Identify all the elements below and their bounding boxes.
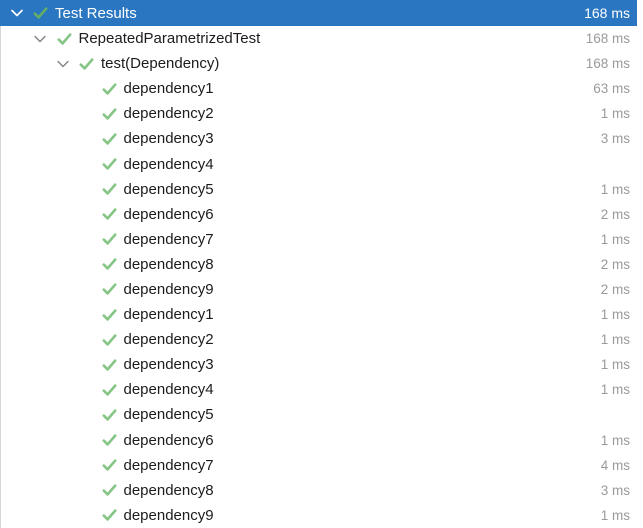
test-passed-check-icon [101, 333, 117, 347]
test-name-label: dependency3 [123, 130, 214, 148]
test-passed-check-icon [101, 157, 117, 171]
tree-rows: RepeatedParametrizedTest 168 ms test(Dep… [0, 26, 643, 528]
test-duration: 3 ms [600, 131, 630, 147]
test-duration: 1 ms [600, 432, 630, 448]
test-name-label: dependency1 [123, 306, 214, 324]
test-name-label: RepeatedParametrizedTest [78, 30, 261, 48]
test-duration: 168 ms [585, 56, 630, 72]
test-passed-check-icon [101, 82, 117, 96]
tree-row[interactable]: dependency2 1 ms [1, 101, 643, 126]
test-name-label: dependency5 [123, 406, 214, 424]
test-name-label: dependency7 [123, 230, 214, 248]
test-passed-check-icon [101, 308, 117, 322]
test-name-label: dependency1 [123, 80, 214, 98]
test-passed-check-icon [101, 182, 117, 196]
tree-row[interactable]: dependency8 3 ms [1, 478, 643, 503]
test-results-root-row[interactable]: Test Results 168 ms [0, 0, 637, 26]
chevron-down-icon[interactable] [56, 60, 69, 68]
test-name-label: test(Dependency) [101, 55, 220, 73]
tree-row[interactable]: dependency6 1 ms [1, 428, 643, 453]
tree-row[interactable]: dependency3 3 ms [1, 126, 643, 151]
test-duration: 1 ms [600, 307, 630, 323]
test-passed-check-icon [101, 508, 117, 522]
test-passed-check-icon [101, 383, 117, 397]
test-duration: 1 ms [600, 357, 630, 373]
tree-row[interactable]: dependency9 2 ms [1, 277, 643, 302]
tree-row[interactable]: dependency4 1 ms [1, 377, 643, 402]
test-passed-check-icon [101, 408, 117, 422]
test-name-label: dependency4 [123, 155, 214, 173]
tree-row[interactable]: dependency1 1 ms [1, 302, 643, 327]
test-duration: 3 ms [600, 482, 630, 498]
tree-row[interactable]: dependency1 63 ms [1, 76, 643, 101]
tree-row[interactable]: dependency4 [1, 151, 643, 176]
test-duration: 2 ms [600, 206, 630, 222]
test-passed-check-icon [101, 207, 117, 221]
test-name-label: dependency2 [123, 331, 214, 349]
test-duration: 63 ms [593, 81, 630, 97]
tree-row[interactable]: dependency5 1 ms [1, 177, 643, 202]
root-duration: 168 ms [584, 5, 630, 21]
test-passed-check-icon [101, 358, 117, 372]
test-name-label: dependency2 [123, 105, 214, 123]
test-passed-check-icon [101, 232, 117, 246]
test-duration: 1 ms [600, 507, 630, 523]
tree-row[interactable]: dependency2 1 ms [1, 327, 643, 352]
test-duration: 2 ms [600, 256, 630, 272]
test-passed-check-icon [79, 57, 94, 71]
test-duration: 1 ms [600, 231, 630, 247]
tree-row[interactable]: dependency3 1 ms [1, 352, 643, 377]
tree-row[interactable]: dependency6 2 ms [1, 202, 643, 227]
test-name-label: dependency8 [123, 481, 214, 499]
test-name-label: dependency6 [123, 431, 214, 449]
test-duration: 2 ms [600, 281, 630, 297]
test-duration: 168 ms [585, 31, 630, 47]
test-name-label: dependency7 [123, 456, 214, 474]
test-duration: 4 ms [600, 457, 630, 473]
tree-row[interactable]: test(Dependency) 168 ms [1, 51, 643, 76]
test-name-label: dependency5 [123, 180, 214, 198]
tree-row[interactable]: dependency7 4 ms [1, 453, 643, 478]
tree-row[interactable]: RepeatedParametrizedTest 168 ms [1, 26, 643, 51]
test-duration: 1 ms [600, 181, 630, 197]
test-duration: 1 ms [600, 332, 630, 348]
chevron-down-icon[interactable] [34, 35, 47, 43]
tree-row[interactable]: dependency9 1 ms [1, 503, 643, 528]
chevron-down-icon[interactable] [10, 9, 23, 17]
test-duration: 1 ms [600, 106, 630, 122]
test-duration: 1 ms [600, 382, 630, 398]
test-passed-check-icon [101, 433, 117, 447]
test-passed-check-icon [101, 282, 117, 296]
tree-row[interactable]: dependency7 1 ms [1, 227, 643, 252]
test-passed-check-icon [33, 6, 48, 20]
test-passed-check-icon [101, 132, 117, 146]
test-passed-check-icon [101, 257, 117, 271]
test-name-label: dependency9 [123, 506, 214, 524]
test-passed-check-icon [101, 458, 117, 472]
test-passed-check-icon [101, 107, 117, 121]
test-passed-check-icon [101, 483, 117, 497]
test-name-label: dependency4 [123, 381, 214, 399]
test-name-label: dependency6 [123, 205, 214, 223]
test-name-label: dependency9 [123, 280, 214, 298]
test-name-label: dependency3 [123, 356, 214, 374]
root-label: Test Results [55, 4, 137, 22]
tree-row[interactable]: dependency5 [1, 402, 643, 427]
test-name-label: dependency8 [123, 255, 214, 273]
tree-row[interactable]: dependency8 2 ms [1, 252, 643, 277]
test-passed-check-icon [56, 32, 72, 46]
